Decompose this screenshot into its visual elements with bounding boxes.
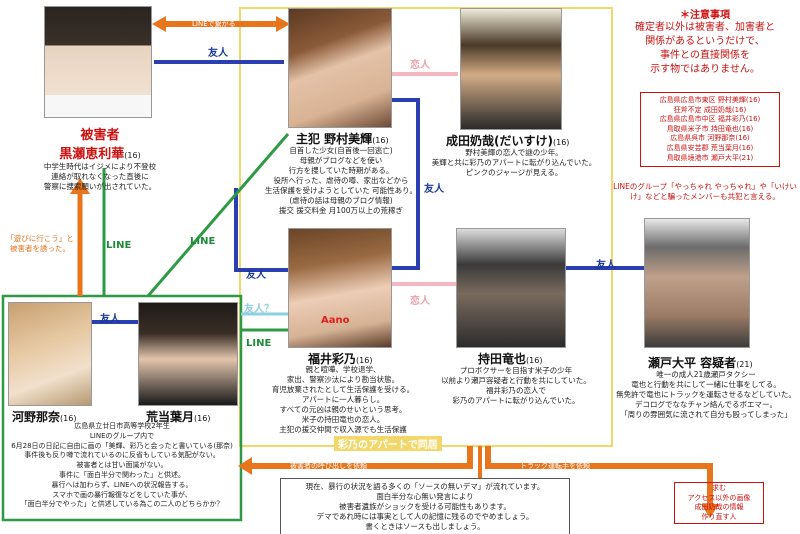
nomura-desc: 自首した少女(自首後一回逃亡)母親がブログなどを使い行方を捜していた時期がある。… [264, 146, 417, 215]
notice-line: 示す物ではありません。 [650, 64, 760, 75]
narita-photo [460, 8, 562, 130]
line-exchange-label: LINEで繋がる [192, 20, 236, 28]
narita-name: 成田奶哉(だいすけ)(16) [446, 134, 570, 148]
call-victim-label: 被害者の呼び出しを依頼 [290, 462, 367, 470]
others-list-item: 鳥取県境港市 瀬戸大平(21) [666, 153, 754, 162]
others-list-item: 狂斧不定 成田奶哉(16) [673, 105, 747, 114]
mochida-desc: プロボクサーを目指す米子の少年以前より瀬戸容疑者と行動を共にしていた。福井彩乃の… [441, 366, 591, 405]
request-item: 成田奶哉の情報 [694, 503, 744, 512]
others-list-item: 広島県呉市 河野那奈(16) [670, 134, 750, 143]
group-fukui-line-label: LINE [246, 338, 272, 349]
kono-arato-friend-label: 友人 [100, 314, 120, 325]
victim-nomura-friend-label: 友人 [208, 48, 228, 59]
seto-desc: 唯一の成人21歳瀬戸タクシー竜也と行動を共にして一緒に仕事をしてる。無免許で竜也… [616, 370, 796, 419]
line-group-frame [1, 294, 243, 522]
notice-line: 確定者以外は被害者、加害者と [635, 22, 775, 33]
victim-photo [44, 6, 152, 118]
seto-name: 瀬戸大平 容疑者(21) [648, 356, 753, 370]
victim-role: 被害者 [80, 128, 120, 143]
request-box: 求む アクセス以外の画像 成田奶哉の情報 作り直す人 [674, 482, 764, 525]
group-nomura-line [146, 133, 290, 297]
notice-line: 事件との直接関係を [660, 50, 750, 61]
line-group-note: LINEのグループ「やっちゃれ やっちゃれ」や「いけいけ」などと騙ったメンバーも… [613, 182, 797, 201]
narita-desc: 野村美輝の恋人で謎の少年。美輝と共に彩乃のアパートに転がり込んでいた。ピンクのジ… [431, 148, 597, 177]
fukui-mochida-lover-label: 恋人 [410, 296, 430, 307]
group-fukui-friend-q-label: 友人？ [244, 304, 274, 315]
nomura-fukui-friend-label: 友人 [424, 184, 444, 195]
arato-photo [138, 302, 238, 406]
others-list-item: 鳥取県米子市 持田竜也(16) [666, 124, 754, 133]
notice-line: 関係があるというだけで、 [645, 36, 765, 47]
truck-driver-arrow [485, 446, 713, 510]
fukui-desc: 親と喧嘩、学校退学、家出、警察沙汰により勘当状態。育児放棄されたとして生活保護を… [271, 365, 415, 434]
victim-label: 被害者 黒瀬恵利華(16) [20, 124, 180, 162]
fukui-photo: Aano [288, 228, 392, 348]
group-nomura-line-label: LINE [190, 236, 216, 247]
victim-name: 黒瀬恵利華(16) [59, 147, 141, 162]
kono-name: 河野那奈(16) [12, 410, 77, 424]
others-list-item: 広島県広島市東区 野村美輝(16) [659, 96, 761, 104]
invite-callout: 「遊びに行こう」と被害者を誘った。 [6, 234, 74, 253]
victim-group-line-label: LINE [106, 240, 132, 251]
truck-driver-label: トラック運転手を依頼 [520, 462, 590, 470]
victim-desc: 中学生時代はイジメにより不登校連絡が取れなくなった直後に警察に捜索願いが出されて… [43, 162, 157, 191]
nomura-fukui-friend-left-line [234, 188, 288, 272]
nomura-narita-lover-label: 恋人 [410, 60, 430, 71]
bottom-notice: 現在、暴行の状況を語る多くの「ソースの無いデマ」が流れています。面白半分な心無い… [280, 478, 570, 534]
mochida-seto-friend-label: 友人 [596, 260, 616, 271]
seto-photo [644, 218, 750, 348]
mochida-photo [456, 228, 566, 348]
fukui-friend-label-left: 友人 [246, 270, 266, 281]
arato-name: 荒当葉月(16) [146, 410, 211, 424]
others-list: 広島県広島市東区 野村美輝(16) 狂斧不定 成田奶哉(16) 広島県広島市中区… [640, 92, 780, 168]
call-victim-arrow [248, 446, 473, 469]
nomura-fukui-friend-line [392, 98, 420, 270]
nomura-name: 主犯 野村美輝(16) [296, 132, 389, 146]
kono-photo [8, 302, 92, 406]
fukui-name: 福井彩乃(16) [308, 352, 373, 366]
request-title: 求む [712, 484, 726, 492]
request-item: アクセス以外の画像 [687, 493, 751, 502]
aano-stamp: Aano [321, 315, 350, 326]
others-list-item: 広島県安芸郡 荒当葉月(16) [666, 143, 754, 152]
request-item: 作り直す人 [701, 512, 737, 521]
nomura-photo [288, 8, 392, 128]
mochida-name: 持田竜也(16) [478, 352, 543, 366]
notice-block: ＊注意事項 確定者以外は被害者、加害者と 関係があるというだけで、 事件との直接… [612, 6, 798, 77]
notice-title: ＊注意事項 [680, 10, 730, 21]
apartment-label: 彩乃のアパートで同居 [334, 436, 442, 451]
others-list-item: 広島県広島市中区 福井彩乃(16) [659, 115, 761, 124]
